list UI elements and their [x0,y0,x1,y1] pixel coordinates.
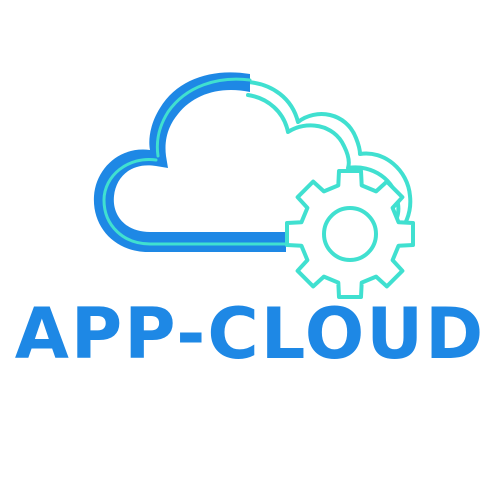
gear-hub [322,206,378,262]
brand-name: APP-CLOUD [15,293,486,375]
cloud-left-shape [93,72,288,252]
cloud-gear-icon [93,72,415,299]
cloud-right-outline [246,80,413,238]
gear-icon [285,169,415,299]
app-cloud-wordmark: APP-CLOUD [15,293,486,375]
